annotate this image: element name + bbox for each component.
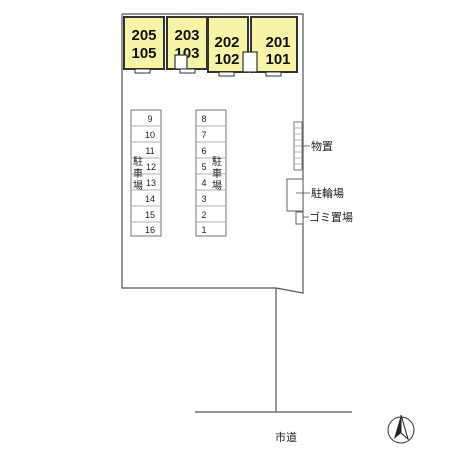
building: 205 105 203 103 202 102 201 101 [123,16,298,77]
meter-box [134,68,151,74]
parking-label-char: 車 [133,167,143,180]
unit-201-101: 201 101 [250,16,298,73]
parking-space-number: 8 [201,114,206,124]
parking-space-number: 9 [147,114,152,124]
meter-box [265,71,282,77]
unit-upper-number: 202 [214,34,239,51]
parking-space-number: 15 [145,210,155,220]
unit-202-102: 202 102 [207,16,249,73]
parking-space-number: 1 [201,225,206,235]
parking-space-number: 2 [201,210,206,220]
parking-label-char: 駐 [212,155,222,168]
parking-label-char: 場 [212,179,222,192]
parking-label-char: 場 [133,179,143,192]
site-boundary [121,13,304,412]
garbage-area-label: ゴミ置場 [309,210,353,224]
meter-box [218,71,235,77]
bicycle-parking-label: 駐輪場 [311,186,344,200]
north-arrow-icon [387,414,415,444]
parking-right-column: 8 7 6 5 4 3 2 1 駐 車 場 [195,109,227,237]
road-label: 市道 [275,430,297,444]
parking-label-char: 駐 [133,155,143,168]
parking-space-number: 7 [201,130,206,140]
parking-space-number: 5 [201,162,206,172]
unit-lower-number: 105 [131,45,156,62]
parking-left-column: 9 10 11 12 13 14 15 16 駐 車 場 [130,109,162,237]
parking-space-number: 12 [146,162,156,172]
bicycle-parking: 駐輪場 [286,178,344,212]
parking-space-number: 16 [145,225,155,235]
entrance-notch [174,54,188,70]
parking-space-number: 4 [201,178,206,188]
storage-label: 物置 [311,139,333,153]
garbage-area: ゴミ置場 [295,210,353,225]
parking-space-number: 13 [146,178,156,188]
unit-205-105: 205 105 [123,16,165,70]
unit-lower-number: 101 [265,51,290,68]
unit-upper-number: 201 [265,34,290,51]
entrance-notch [242,51,258,73]
parking-space-number: 11 [145,146,154,156]
parking-space-number: 6 [201,146,206,156]
parking-label-char: 車 [212,167,222,180]
unit-lower-number: 102 [214,51,239,68]
meter-box [179,68,196,74]
unit-upper-number: 203 [174,27,199,44]
unit-upper-number: 205 [131,27,156,44]
parking-space-number: 10 [145,130,155,140]
storage-sheds: 物置 [293,121,333,171]
parking-space-number: 14 [145,194,155,204]
parking-space-number: 3 [201,194,206,204]
